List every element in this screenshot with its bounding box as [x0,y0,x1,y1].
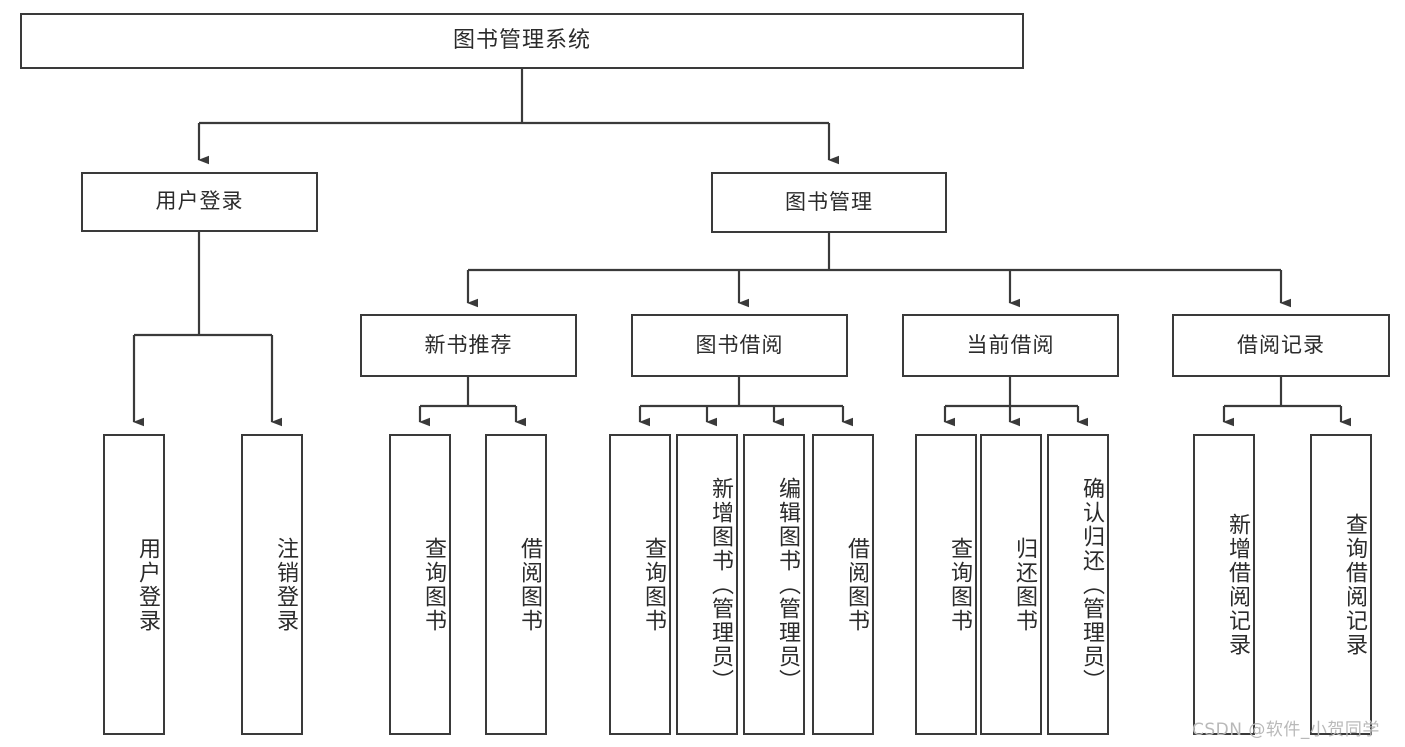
node-label: 当前借阅 [966,332,1055,357]
node-label: 图书借阅 [695,332,784,357]
node-label: 新增图书（管理员） [708,476,733,693]
leaf-confirm-return-admin[interactable]: 确认归还（管理员） [1047,434,1109,735]
node-label: 查询图书 [641,536,666,633]
node-label: 注销登录 [273,536,298,633]
node-label: 归还图书 [1012,536,1037,633]
leaf-query-book-current[interactable]: 查询图书 [915,434,977,735]
node-new-book-recommend[interactable]: 新书推荐 [360,314,577,377]
node-book-management[interactable]: 图书管理 [711,172,947,233]
node-label: 编辑图书（管理员） [775,476,800,693]
node-borrow-record[interactable]: 借阅记录 [1172,314,1390,377]
node-label: 新书推荐 [424,332,513,357]
node-label: 图书管理 [785,189,873,214]
leaf-query-book-recommend[interactable]: 查询图书 [389,434,451,735]
node-label: 借阅图书 [517,536,542,633]
leaf-borrow-book-recommend[interactable]: 借阅图书 [485,434,547,735]
leaf-user-login[interactable]: 用户登录 [103,434,165,735]
node-current-borrow[interactable]: 当前借阅 [902,314,1119,377]
node-root-book-management-system[interactable]: 图书管理系统 [20,13,1024,69]
node-book-borrow[interactable]: 图书借阅 [631,314,848,377]
leaf-borrow-book[interactable]: 借阅图书 [812,434,874,735]
node-label: 查询图书 [421,536,446,633]
node-user-login[interactable]: 用户登录 [81,172,318,232]
node-label: 查询借阅记录 [1342,512,1367,657]
leaf-edit-book-admin[interactable]: 编辑图书（管理员） [743,434,805,735]
node-label: 新增借阅记录 [1225,512,1250,657]
leaf-return-book[interactable]: 归还图书 [980,434,1042,735]
node-label: 图书管理系统 [452,27,591,53]
leaf-logout[interactable]: 注销登录 [241,434,303,735]
node-label: 确认归还（管理员） [1079,476,1104,693]
leaf-add-borrow-record[interactable]: 新增借阅记录 [1193,434,1255,735]
node-label: 用户登录 [155,189,244,214]
node-label: 查询图书 [947,536,972,633]
leaf-query-book-borrow[interactable]: 查询图书 [609,434,671,735]
leaf-add-book-admin[interactable]: 新增图书（管理员） [676,434,738,735]
node-label: 用户登录 [135,536,160,633]
node-label: 借阅记录 [1237,332,1325,357]
node-label: 借阅图书 [844,536,869,633]
leaf-query-borrow-record[interactable]: 查询借阅记录 [1310,434,1372,735]
